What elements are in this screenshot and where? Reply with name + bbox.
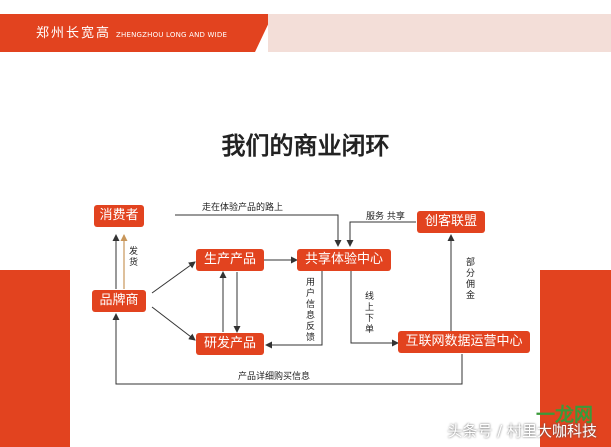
- label-shipping: 发货: [128, 247, 138, 268]
- edge-consumer-to-center: [175, 214, 342, 247]
- node-alliance: 创客联盟: [417, 211, 485, 233]
- node-experience-center: 共享体验中心: [297, 249, 391, 271]
- edge-dataops-to-brand: [112, 313, 463, 385]
- header-band-light: [268, 14, 611, 52]
- node-brand: 品牌商: [92, 290, 146, 312]
- header-title-en: ZHENGZHOU LONG AND WIDE: [116, 31, 228, 39]
- page-title: 我们的商业闭环: [221, 132, 390, 160]
- header-band: [0, 14, 255, 52]
- label-product-info: 产品详细购买信息: [238, 372, 311, 382]
- left-decor-block: [0, 270, 70, 447]
- edge-brand-to-produce: [151, 261, 196, 294]
- label-commission: 部分佣金: [465, 258, 475, 301]
- watermark-text: 头条号 / 村里大咖科技: [447, 422, 597, 440]
- node-produce: 生产产品: [196, 249, 264, 271]
- edge-center-to-dataops: [350, 271, 399, 347]
- node-consumer: 消费者: [94, 205, 144, 227]
- edge-brand-to-rnd: [151, 306, 196, 341]
- watermark-logo: 一龙网: [535, 404, 593, 426]
- label-user-feedback: 用户信息反馈: [305, 278, 315, 343]
- node-rnd: 研发产品: [196, 333, 264, 355]
- right-decor-block: [540, 270, 611, 447]
- label-consumer-to-center: 走在体验产品的路上: [202, 203, 284, 213]
- edge-alliance-to-center: [346, 221, 416, 247]
- edge-center-to-rnd: [265, 271, 323, 349]
- node-data-ops: 互联网数据运营中心: [398, 331, 530, 353]
- header-title-zh: 郑州长宽高: [36, 26, 112, 41]
- label-online-offline: 线上下单: [364, 292, 374, 335]
- label-service-share: 服务 共享: [366, 212, 405, 222]
